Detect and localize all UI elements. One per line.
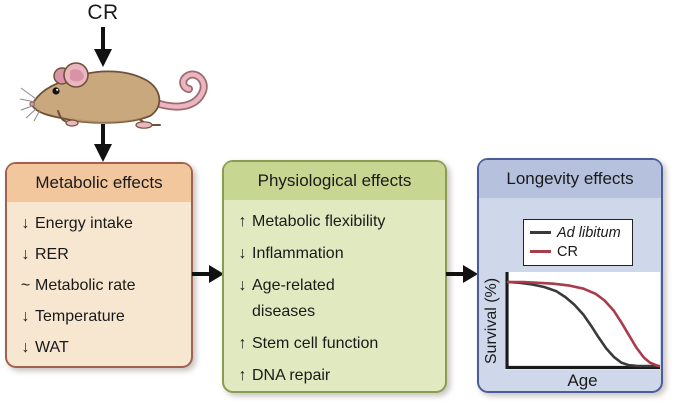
cr-line-swatch — [530, 250, 551, 253]
tilde-symbol: ~ — [20, 277, 31, 294]
cr-label: CR — [87, 1, 119, 24]
down-arrow-symbol: ↓ — [238, 245, 247, 262]
list-item: ↑ DNA repair — [233, 363, 439, 389]
arrow-down-icon — [94, 27, 112, 67]
arrow-right-icon — [192, 265, 224, 283]
down-arrow-symbol: ↓ — [238, 277, 247, 294]
mouse-body — [30, 70, 161, 124]
plot-axes — [505, 272, 660, 370]
mouse-eye — [52, 87, 60, 95]
list-item-text: Metabolic rate — [35, 277, 136, 294]
metabolic-effects-box: Metabolic effects ↓ Energy intake ↓ RER ~M… — [5, 162, 193, 368]
arrow-right-icon — [446, 265, 478, 283]
y-axis-label: Survival (%) — [483, 277, 500, 365]
longevity-effects-title: Longevity effects — [479, 160, 661, 198]
metabolic-effects-list: ↓ Energy intake ↓ RER ~Metabolic rate ↓ Tem… — [7, 202, 191, 361]
x-axis-label: Age — [567, 371, 598, 390]
down-arrow-symbol: ↓ — [21, 215, 30, 232]
list-item: ↓ Inflammation — [233, 241, 439, 267]
list-item: ↓ Temperature — [16, 304, 185, 330]
up-arrow-symbol: ↑ — [238, 335, 247, 352]
list-item: ↑ Stem cell function — [233, 331, 439, 357]
ad-libitum-line-swatch — [530, 231, 551, 234]
legend-label: Ad libitum — [557, 224, 621, 241]
down-arrow-symbol: ↓ — [21, 246, 30, 263]
list-item-text: Stem cell function — [252, 335, 379, 352]
list-item-text: Metabolic flexibility — [252, 213, 386, 230]
list-item: ↓ Age-related diseases — [233, 273, 439, 325]
chart-legend: Ad libitum CR — [523, 219, 633, 266]
list-item: ↓ WAT — [16, 335, 185, 361]
list-item-text: DNA repair — [252, 367, 331, 384]
list-item: ↓ RER — [16, 242, 185, 268]
up-arrow-symbol: ↑ — [238, 213, 247, 230]
down-arrow-symbol: ↓ — [21, 308, 30, 325]
physiological-effects-box: Physiological effects ↑ Metabolic flexibi… — [222, 160, 447, 393]
list-item: ↓ Energy intake — [16, 211, 185, 237]
mouse-whiskers — [20, 87, 41, 122]
legend-row-ad-libitum: Ad libitum — [530, 223, 626, 242]
list-item-text: Inflammation — [252, 245, 344, 262]
metabolic-effects-title: Metabolic effects — [7, 164, 191, 202]
down-arrow-symbol: ↓ — [21, 339, 30, 356]
list-item-text: WAT — [35, 339, 69, 356]
list-item: ↑ Metabolic flexibility — [233, 209, 439, 235]
survival-plot — [505, 272, 660, 370]
arrow-down-icon — [94, 124, 112, 162]
longevity-effects-box: Longevity effects Ad libitum CR Survival… — [477, 158, 663, 393]
list-item-text: Temperature — [35, 308, 125, 325]
legend-row-cr: CR — [530, 242, 626, 261]
list-item: ~Metabolic rate — [16, 273, 185, 299]
mouse-foot — [135, 121, 153, 129]
physiological-effects-title: Physiological effects — [224, 162, 445, 200]
physiological-effects-list: ↑ Metabolic flexibility ↓ Inflammation ↓ Ag… — [224, 200, 445, 389]
list-item-text: RER — [35, 246, 69, 263]
up-arrow-symbol: ↑ — [238, 367, 247, 384]
list-item-text: Energy intake — [35, 215, 133, 232]
list-item-text: Age-related diseases — [252, 277, 335, 320]
mouse-foot — [65, 119, 79, 127]
mouse-illustration — [20, 62, 208, 129]
legend-label: CR — [557, 243, 578, 260]
